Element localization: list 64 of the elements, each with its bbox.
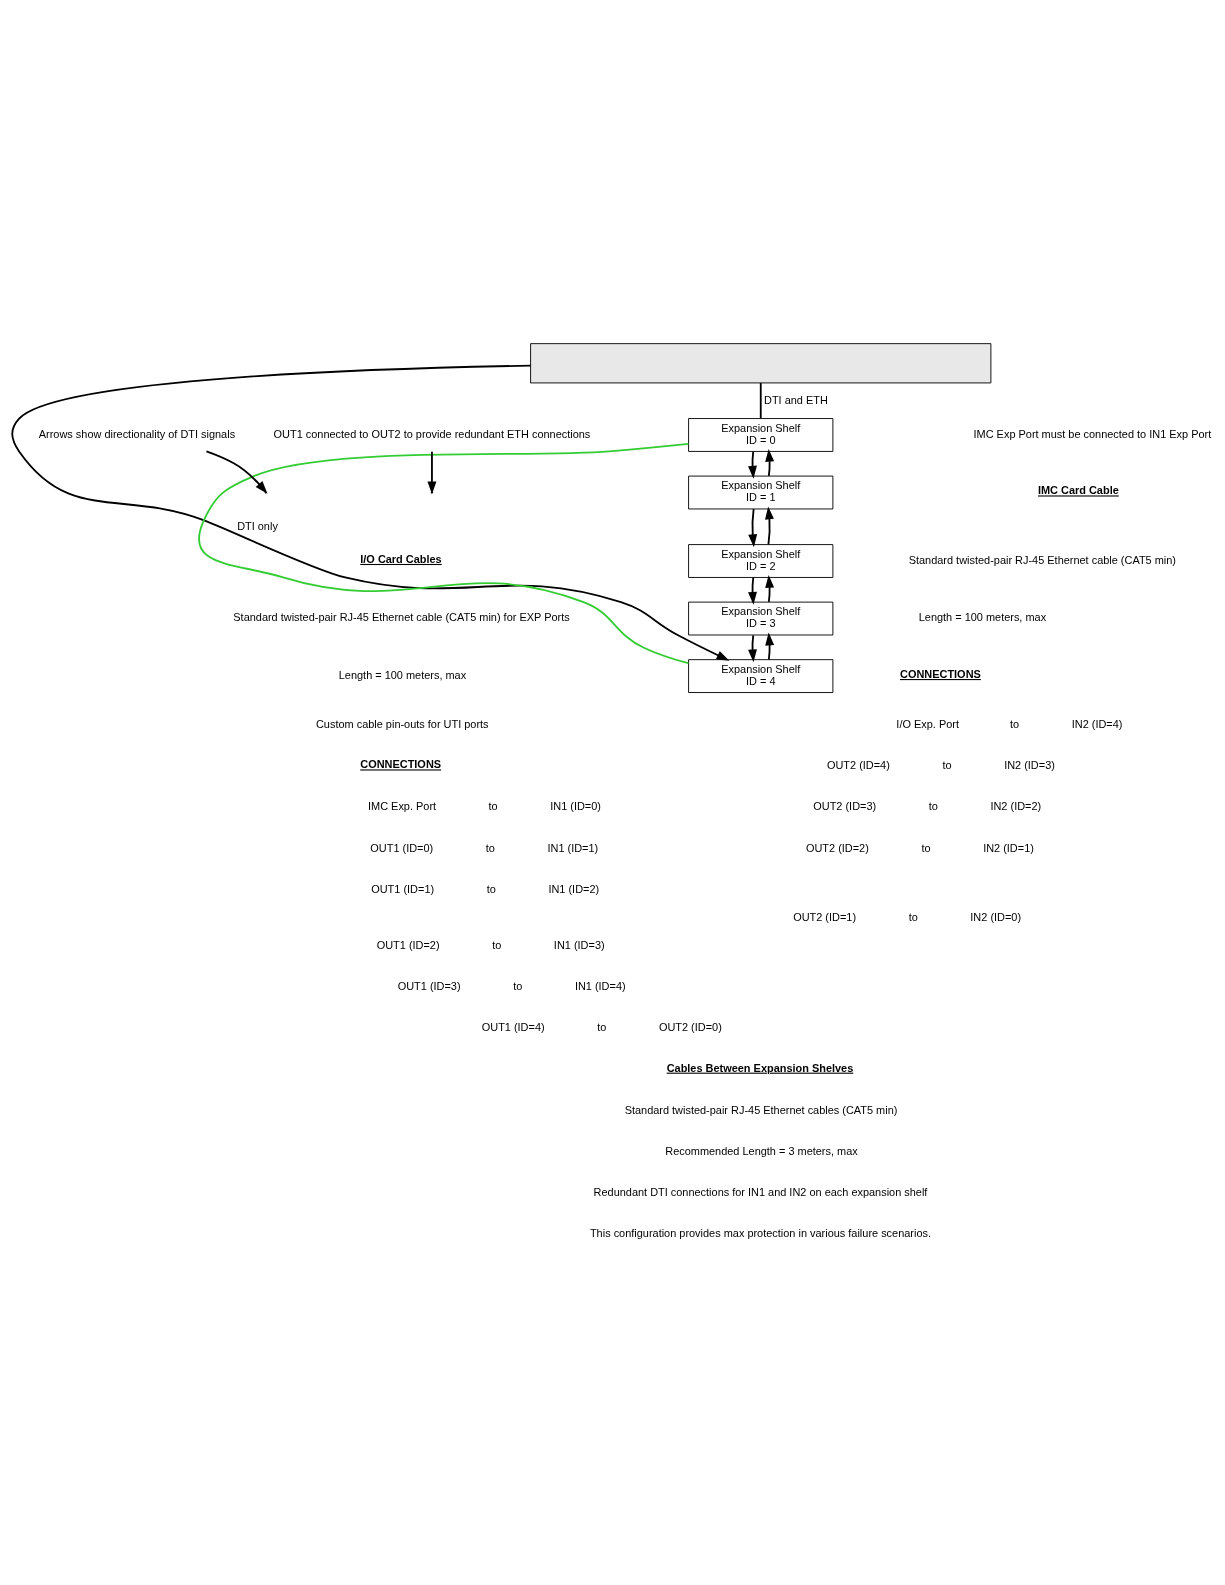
label: OUT1 (ID=0) (370, 841, 434, 854)
label: IN2 (ID=1) (983, 841, 1034, 854)
label: IN2 (ID=0) (970, 910, 1022, 923)
label: IMC Exp Port must be connected to IN1 Exp Port (973, 427, 1212, 440)
node-box: Expansion Shelf ID = 3 (688, 601, 834, 635)
label: to (513, 979, 523, 992)
label: OUT1 (ID=4) (481, 1020, 545, 1033)
edge-label: DTI and ETH (763, 393, 828, 406)
node-box: Expansion Shelf ID = 0 (688, 417, 834, 452)
connector (198, 442, 690, 664)
label: to (597, 1020, 607, 1033)
label: Redundant DTI connections for IN1 and IN2 on each expansion shelf (593, 1185, 928, 1198)
label: IN1 (ID=3) (553, 938, 605, 951)
label: to (908, 910, 918, 923)
label: OUT2 (ID=2) (805, 841, 869, 854)
label: IN2 (ID=4) (1071, 717, 1123, 730)
label: IN2 (ID=3) (1004, 758, 1055, 771)
label: to (486, 882, 496, 895)
node-box: Expansion Shelf ID = 2 (688, 543, 834, 578)
label: Standard twisted-pair RJ-45 Ethernet cable (CAT5 min) for EXP Ports (233, 610, 570, 623)
label: to (485, 841, 495, 854)
label: CONNECTIONS (360, 757, 442, 770)
arrow (748, 507, 758, 547)
label: This configuration provides max protection in various failure scenarios. (589, 1226, 932, 1239)
node-box: Expansion Shelf ID = 4 (688, 658, 834, 693)
label: IN2 (ID=2) (990, 799, 1042, 812)
label: Cables Between Expansion Shelves (666, 1061, 854, 1074)
node-box (530, 342, 992, 383)
label: to (942, 758, 952, 771)
label: IN1 (ID=2) (548, 882, 600, 895)
label: to (928, 799, 938, 812)
label: to (921, 841, 931, 854)
label: OUT1 (ID=1) (371, 882, 435, 895)
node-box: Expansion Shelf ID = 1 (688, 475, 834, 509)
label: IMC Exp. Port (368, 799, 437, 812)
label: to (1010, 717, 1020, 730)
node-text: OUT1 connected to OUT2 to provide redundant ETH connections (273, 427, 591, 440)
label: Length = 100 meters, max (918, 610, 1047, 623)
label: I/O Exp. Port (896, 717, 959, 730)
label: OUT2 (ID=0) (658, 1020, 722, 1033)
label: CONNECTIONS (900, 667, 981, 680)
label: Length = 100 meters, max (338, 668, 467, 681)
label: IN1 (ID=0) (550, 799, 601, 812)
label: Custom cable pin-outs for UTI ports (315, 717, 489, 730)
edge-label: DTI only (237, 519, 278, 532)
connector (759, 381, 762, 419)
label: Recommended Length = 3 meters, max (665, 1144, 858, 1157)
label: Standard twisted-pair RJ-45 Ethernet cable (CAT5 min) (908, 553, 1176, 566)
label: OUT2 (ID=3) (813, 799, 877, 812)
label: I/O Card Cables (360, 552, 442, 565)
label: OUT2 (ID=4) (826, 758, 890, 771)
arrow (205, 450, 268, 494)
label: IN1 (ID=4) (574, 979, 626, 992)
arrow (765, 506, 774, 545)
node-text: Arrows show directionality of DTI signals (38, 427, 236, 440)
label: OUT1 (ID=2) (376, 938, 440, 951)
label: to (492, 938, 502, 951)
label: OUT1 (ID=3) (397, 979, 461, 992)
label: Standard twisted-pair RJ-45 Ethernet cables (CAT5 min) (624, 1103, 898, 1116)
label: IN1 (ID=1) (547, 841, 599, 854)
label: OUT2 (ID=1) (793, 910, 857, 923)
label: to (488, 799, 498, 812)
label: IMC Card Cable (1037, 483, 1119, 496)
arrow (11, 364, 730, 661)
